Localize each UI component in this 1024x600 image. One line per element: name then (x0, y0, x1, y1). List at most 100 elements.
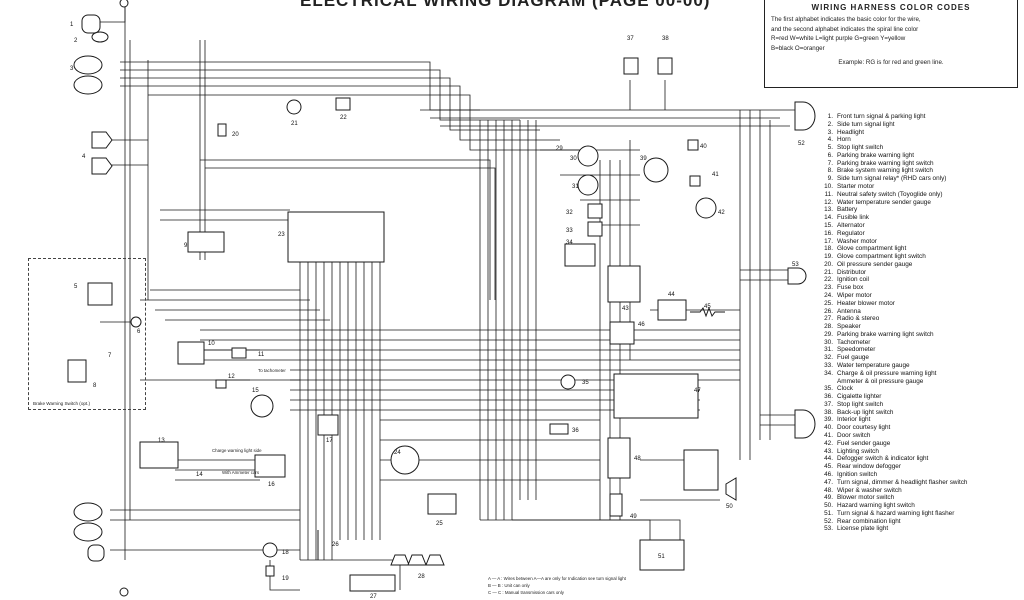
legend-item: 52.Rear combination light (820, 518, 1020, 526)
legend-item-text: Stop light switch (837, 144, 884, 152)
rear-defogger-icon (690, 306, 725, 318)
legend-item-number: 13. (824, 206, 833, 214)
callout-9: 9 (184, 243, 188, 249)
callout-28: 28 (418, 574, 425, 580)
callout-47: 47 (694, 388, 701, 394)
legend-item-text: Alternator (837, 221, 865, 229)
turn-signal-switch-icon (613, 373, 699, 419)
legend-item-number: 48. (824, 486, 833, 494)
legend-item-number: 5. (827, 144, 833, 152)
door-courtesy-light-icon (687, 139, 699, 151)
legend-item-number: 23. (824, 284, 833, 292)
legend-item-text: Regulator (837, 229, 865, 237)
legend-item-text: Lighting switch (837, 447, 879, 455)
legend-item-number: 22. (824, 276, 833, 284)
footnote: C — C : Manual transmission cars only (488, 590, 564, 595)
legend-item-number: 9. (827, 175, 833, 183)
legend-item: 43. Lighting switch (820, 448, 1020, 456)
brake-warning-switch-caption: Brake Warning Switch (opt.) (33, 401, 91, 406)
legend-item: 49.Blower motor switch (820, 494, 1020, 502)
legend-item: 40.Door courtesy light (820, 424, 1020, 432)
legend-item-number: 38. (824, 408, 833, 416)
callout-32: 32 (566, 210, 573, 216)
distributor-icon (286, 99, 302, 115)
callout-22: 22 (340, 115, 347, 121)
legend-item: 35.Clock (820, 385, 1020, 393)
callout-41: 41 (712, 172, 719, 178)
legend-item: 16.Regulator (820, 230, 1020, 238)
flasher-icon (639, 539, 685, 571)
callout-18: 18 (282, 550, 289, 556)
legend-item: 37.Stop light switch (820, 401, 1020, 409)
legend-item: 39.Interior light (820, 416, 1020, 424)
cigarette-lighter-icon (549, 423, 569, 435)
defogger-switch-icon (657, 299, 687, 321)
brake-warning-switch-icon (67, 359, 87, 383)
callout-19: 19 (282, 576, 289, 582)
legend-item-text: Stop light switch (837, 400, 884, 408)
fuel-gauge-icon (587, 203, 603, 219)
legend-item-number: 14. (824, 214, 833, 222)
legend-item: 12.Water temperature sender gauge (820, 199, 1020, 207)
legend-item-number: 31. (824, 346, 833, 354)
color-codes-box: WIRING HARNESS COLOR CODES The first alp… (764, 0, 1018, 88)
headlight-icon (73, 55, 103, 75)
legend-item-text: Speaker (837, 323, 861, 331)
speaker-icon (407, 554, 427, 566)
callout-45: 45 (704, 304, 711, 310)
ground-icon (119, 0, 129, 8)
oil-pressure-sender-icon (217, 123, 227, 137)
side-turn-signal-icon (91, 31, 109, 43)
relay-icon (187, 231, 225, 253)
color-codes-line: B=black O=oranger (771, 44, 825, 52)
legend-item: 36.Cigalette lighter (820, 393, 1020, 401)
legend-item: 45.Rear window defogger (820, 463, 1020, 471)
legend-item-text: Distributor (837, 268, 867, 276)
legend-item-text: Ammeter & oil pressure gauge (837, 377, 924, 385)
speaker-icon (390, 554, 410, 566)
legend-item-number: 7. (827, 159, 833, 167)
legend-item: 14.Fusible link (820, 214, 1020, 222)
legend-item-text: Back-up light switch (837, 408, 894, 416)
legend-item-number: 32. (824, 354, 833, 362)
callout-5: 5 (74, 284, 78, 290)
legend-item: 53.License plate light (820, 525, 1020, 533)
wiper-washer-switch-icon (607, 437, 631, 479)
tachometer-icon (577, 145, 599, 167)
legend-item-number: 27. (824, 315, 833, 323)
legend-item-number: 43. (824, 447, 833, 455)
ignition-switch-icon (609, 321, 635, 345)
stop-light-switch-icon (623, 57, 639, 75)
front-turn-signal-light-icon (87, 544, 105, 562)
callout-37: 37 (627, 36, 634, 42)
legend-item-text: Washer motor (837, 237, 877, 245)
legend-item-number: 34. (824, 369, 833, 377)
legend-item-text: Hazard warning light switch (837, 502, 915, 510)
legend-item: Ammeter & oil pressure gauge (820, 378, 1020, 386)
radio-icon (349, 574, 396, 592)
water-temp-sender-icon (215, 379, 227, 389)
legend-item-text: Front turn signal & parking light (837, 113, 926, 120)
legend-item-text: Parking brake warning light switch (837, 330, 934, 338)
legend-item: 44.Defogger switch & indicator light (820, 455, 1020, 463)
fuel-sender-icon (695, 197, 717, 219)
callout-36: 36 (572, 428, 579, 434)
headlight-icon (73, 522, 103, 542)
callout-49: 49 (630, 514, 637, 520)
callout-6: 6 (137, 329, 141, 335)
legend-item-number: 6. (827, 151, 833, 159)
legend-item: 3.Headlight (820, 129, 1020, 137)
callout-23: 23 (278, 232, 285, 238)
legend-item-number: 30. (824, 338, 833, 346)
legend-item: 30.Tachometer (820, 339, 1020, 347)
legend-item-text: Parking brake warning light (837, 151, 915, 159)
legend-item: 10.Starter motor (820, 183, 1020, 191)
callout-30: 30 (570, 156, 577, 162)
legend-item-text: Headlight (837, 128, 865, 136)
rear-combination-light-icon (794, 409, 816, 439)
legend-item: 48.Wiper & washer switch (820, 487, 1020, 495)
callout-44: 44 (668, 292, 675, 298)
clock-icon (560, 374, 576, 390)
legend-item: 34.Charge & oil pressure warning light (820, 370, 1020, 378)
legend-item: 4.Horn (820, 136, 1020, 144)
